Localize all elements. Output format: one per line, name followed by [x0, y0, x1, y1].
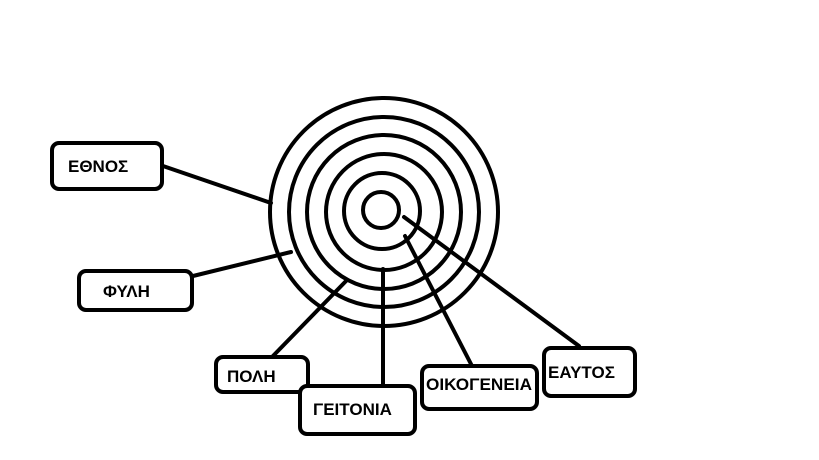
label-box-ethnos	[50, 141, 164, 191]
label-box-fyli	[77, 269, 194, 312]
label-geitonia: ΓΕΙΤΟΝΙΑ	[298, 384, 417, 436]
connector-poli	[270, 278, 349, 359]
connector-lines	[161, 164, 581, 388]
label-ethnos: ΕΘΝΟΣ	[50, 141, 164, 191]
connector-oikogeneia	[403, 234, 474, 368]
label-text-ethnos: ΕΘΝΟΣ	[68, 157, 128, 176]
ring-inner-6	[361, 190, 401, 230]
connector-ethnos	[161, 164, 273, 205]
label-box-oikogeneia	[420, 364, 539, 411]
label-text-oikogeneia: ΟΙΚΟΓΕΝΕΙΑ	[426, 375, 532, 394]
label-box-eaftos	[542, 346, 637, 398]
connector-fyli	[191, 250, 293, 278]
label-box-geitonia	[298, 384, 417, 436]
label-poli: ΠΟΛΗ	[214, 355, 310, 394]
label-fyli: ΦΥΛΗ	[77, 269, 194, 312]
label-text-geitonia: ΓΕΙΤΟΝΙΑ	[313, 400, 392, 419]
label-text-eaftos: ΕΑΥΤΟΣ	[548, 363, 615, 382]
label-text-fyli: ΦΥΛΗ	[103, 282, 150, 301]
ring-3	[305, 133, 463, 291]
connector-eaftos	[402, 215, 581, 348]
label-eaftos: ΕΑΥΤΟΣ	[542, 346, 637, 398]
ring-5	[342, 171, 422, 251]
label-box-poli	[214, 355, 310, 394]
label-oikogeneia: ΟΙΚΟΓΕΝΕΙΑ	[420, 364, 539, 411]
label-text-poli: ΠΟΛΗ	[227, 367, 276, 386]
